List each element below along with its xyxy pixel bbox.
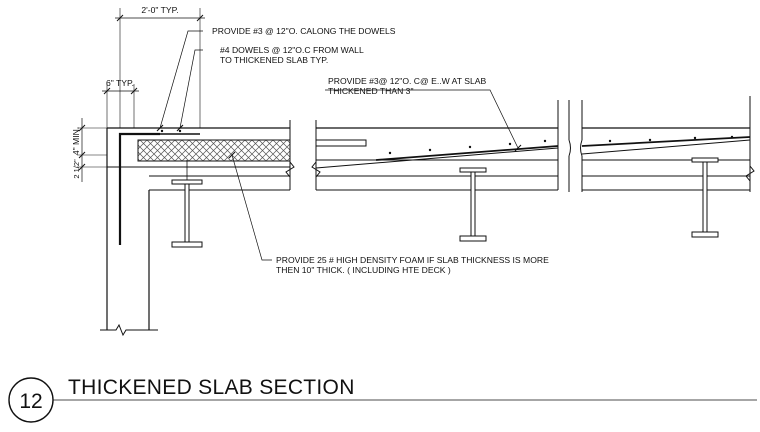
dim-column-width-label: 6" TYP. (106, 78, 134, 88)
dimension-top-spacing: 2'-0" TYP. (115, 5, 205, 128)
rebar-dot (160, 129, 164, 133)
note-foam-line1: PROVIDE 25 # HIGH DENSITY FOAM IF SLAB T… (276, 255, 549, 265)
detail-title: THICKENED SLAB SECTION (68, 376, 355, 399)
leader-lines (156, 30, 522, 261)
rebar-dot (178, 129, 182, 133)
sloped-rebar-middle (375, 145, 559, 161)
left-slab-segment (107, 120, 295, 191)
note-dowels-line1: #4 DOWELS @ 12"O.C FROM WALL (220, 45, 364, 55)
detail-title-block: 12 THICKENED SLAB SECTION (8, 376, 757, 423)
rebar-dot (508, 142, 512, 146)
note-reinf-line1: PROVIDE #3@ 12"O. C@ E..W AT SLAB (328, 76, 486, 86)
note-dowel-bars: PROVIDE #3 @ 12"O. CALONG THE DOWELS (212, 26, 396, 36)
dim-slab-min-label: 4" MIN. (71, 127, 81, 155)
rebar-dot (543, 139, 547, 143)
rebar-dot (693, 136, 697, 140)
rebar-dot (730, 135, 734, 139)
detail-number: 12 (19, 390, 42, 413)
note-reinf-line2: THICKENED THAN 3" (328, 86, 414, 96)
steel-beam-left (171, 160, 203, 248)
dimension-column-width: 6" TYP. (102, 78, 139, 128)
dim-top-spacing-label: 2'-0" TYP. (141, 5, 178, 15)
sloped-rebar-right (581, 136, 751, 147)
right-slab-segment (581, 96, 755, 192)
dim-deck-depth-label: 2 1/2" (72, 159, 81, 179)
note-dowels-line2: TO THICKENED SLAB TYP. (220, 55, 328, 65)
steel-beam-right (691, 157, 719, 238)
rebar-dot (468, 145, 472, 149)
note-foam-line2: THEN 10" THICK. ( INCLUDING HTE DECK ) (276, 265, 451, 275)
rebar-dot (428, 148, 432, 152)
rebar-dot (608, 139, 612, 143)
break-line (568, 100, 583, 192)
rebar-dot (388, 151, 392, 155)
steel-beam-middle (459, 167, 487, 242)
rebar-dot (648, 138, 652, 142)
dimension-vertical: 4" MIN. 2 1/2" (71, 118, 107, 182)
middle-slab-segment (311, 100, 559, 191)
